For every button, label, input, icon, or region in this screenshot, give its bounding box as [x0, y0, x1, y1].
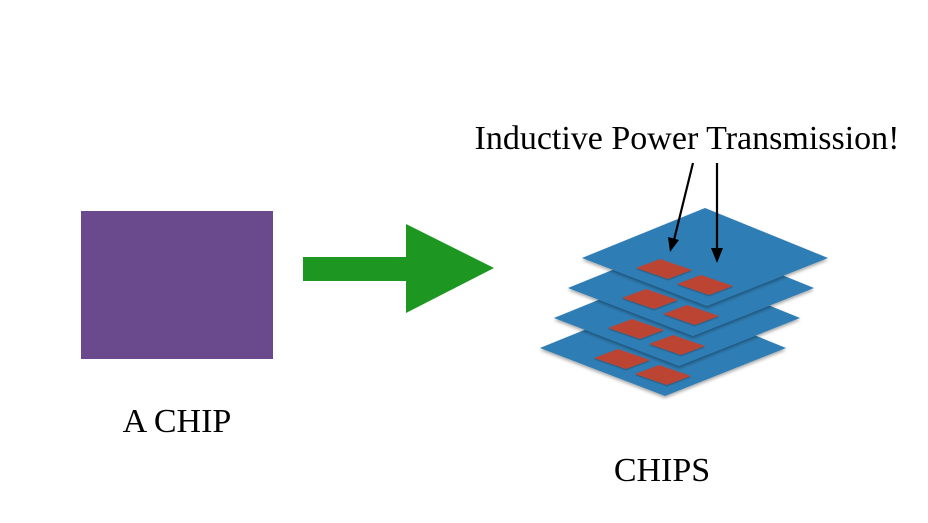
inductor-pad — [663, 305, 719, 325]
inductor-pad — [677, 275, 733, 295]
inductor-pad — [608, 319, 664, 339]
transform-arrow — [303, 224, 494, 313]
annotation-arrowhead-left — [668, 237, 679, 252]
stack-layer — [582, 208, 828, 306]
annotation-arrowhead-right — [711, 248, 723, 263]
inductor-pad — [636, 259, 692, 279]
single-chip — [81, 211, 273, 359]
single-chip-label: A CHIP — [123, 403, 232, 440]
inductor-pad — [649, 335, 705, 355]
stack-label: CHIPS — [614, 452, 710, 489]
chip-stack — [540, 208, 828, 396]
annotation-arrows — [668, 162, 723, 263]
inductor-pad — [622, 289, 678, 309]
inductor-pad — [635, 365, 691, 385]
annotation-arrow-left — [672, 162, 695, 241]
inductor-pad — [594, 349, 650, 369]
annotation-label: Inductive Power Transmission! — [475, 120, 900, 157]
